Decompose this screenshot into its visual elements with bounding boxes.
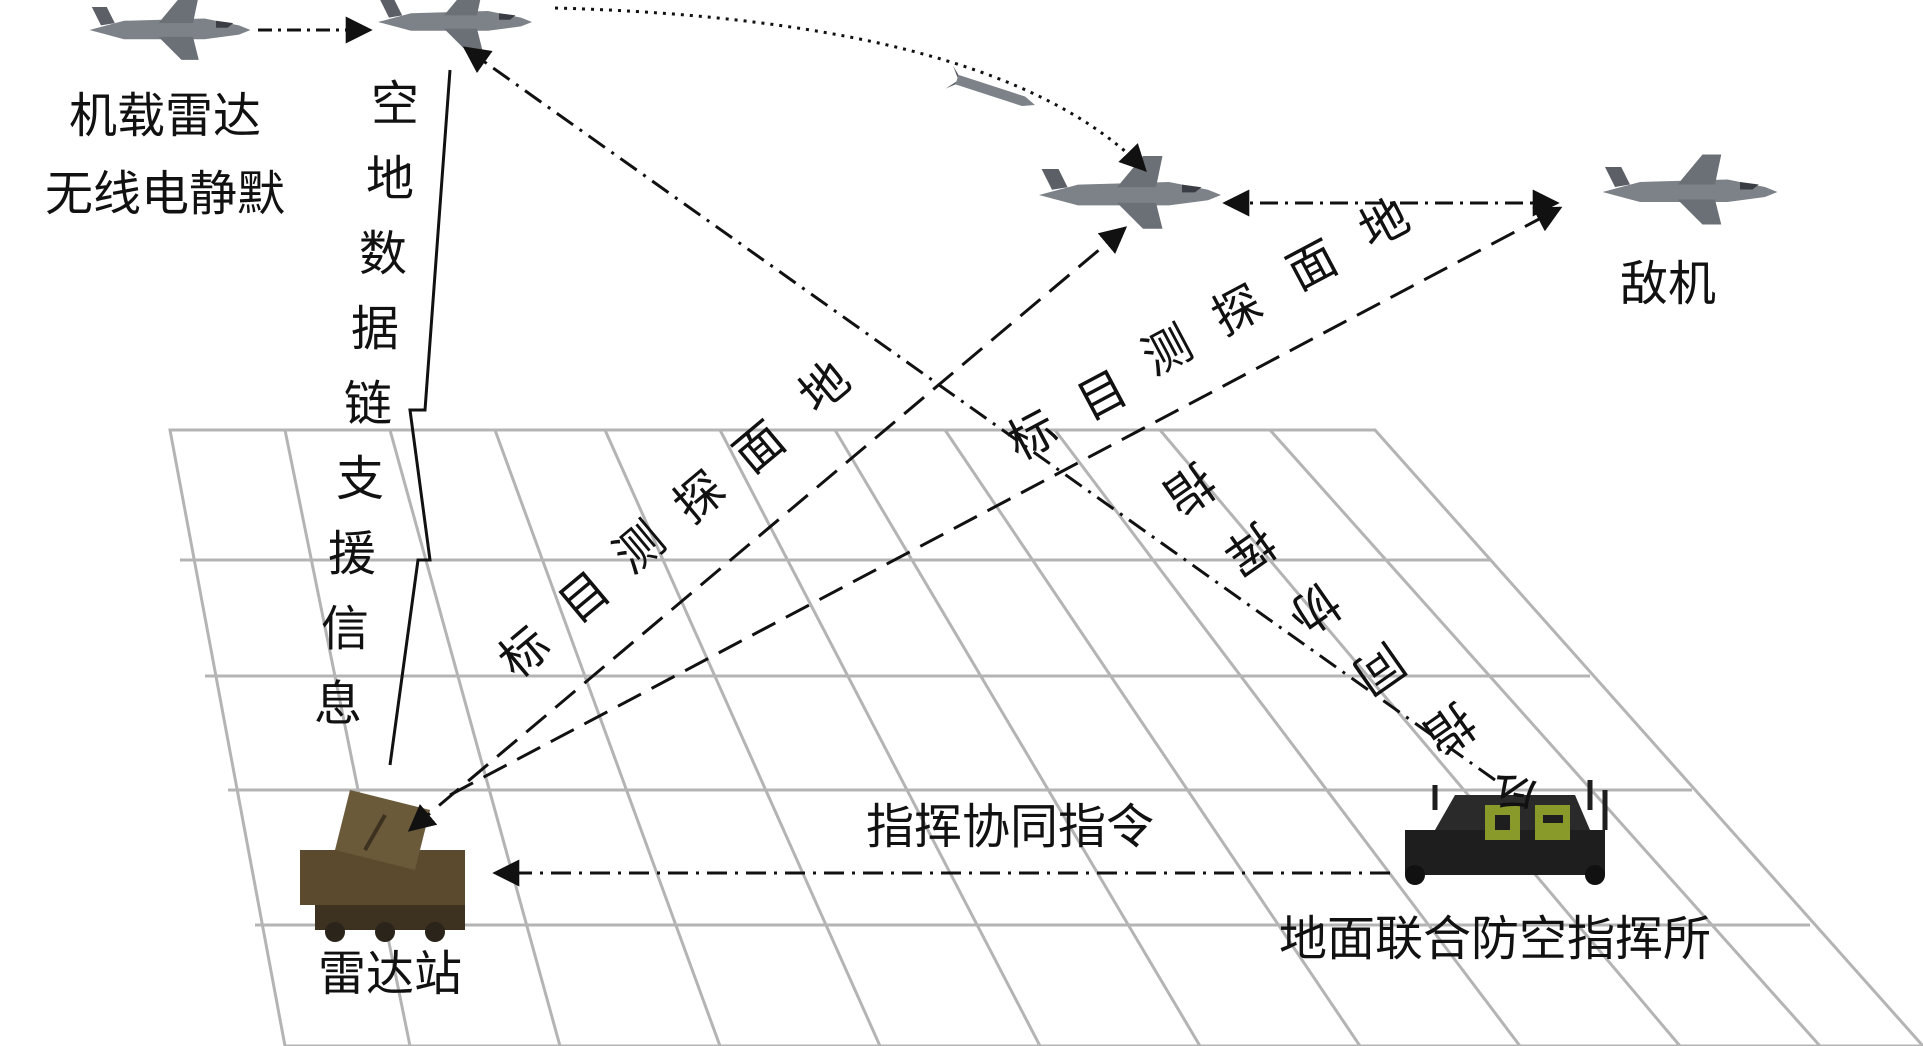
command-diag-char: 同 [1343,631,1414,704]
datalink-char: 数 [359,226,407,282]
datalink-char: 地 [366,151,414,207]
radar-station-icon [300,790,465,942]
datalink-char: 息 [314,676,362,732]
ground-detect-enemy-link [449,206,1563,797]
detect-right-char: 目 [1068,360,1137,432]
friendly-jet-main-icon [378,0,532,51]
enemy-jet-icon [1602,154,1778,225]
detect-left-char: 目 [548,561,621,635]
airborne-radar-label-line2: 无线电静默 [45,166,285,222]
datalink-char: 空 [371,76,419,132]
datalink-char: 信 [321,601,369,657]
command-post-icon [1405,780,1608,885]
diagram-links [258,6,1563,887]
detect-left-char: 标 [488,616,561,690]
detect-right-char: 测 [1133,315,1202,387]
ground-detect-left-label: 地 面 探 测 目 标 [488,351,861,690]
datalink-char: 据 [351,301,399,357]
target-jet-icon [1039,156,1221,229]
command-order-label: 指挥协同指令 [866,799,1154,855]
detect-right-char: 标 [998,400,1067,472]
friendly-jet-left-icon [89,0,251,60]
detect-left-char: 地 [788,351,861,425]
enemy-aircraft-label: 敌机 [1620,256,1716,312]
detect-left-char: 探 [663,461,736,535]
ground-detect-target-link [407,226,1128,832]
detect-right-char: 探 [1203,275,1272,347]
command-diag-char: 指 [1153,451,1224,524]
command-diag-char: 指 [1413,691,1484,764]
detect-right-char: 地 [1350,188,1419,260]
command-diag-char: 挥 [1213,511,1284,584]
missile-icon [945,65,1035,107]
datalink-label: 空 地 数 据 链 支 援 信 息 [314,76,419,732]
detect-right-char: 面 [1278,230,1347,302]
detect-left-char: 面 [723,411,796,485]
command-post-label: 地面联合防空指挥所 [1279,911,1711,967]
detect-left-char: 测 [603,511,676,585]
datalink-char: 援 [328,526,376,582]
command-coordination-link [462,46,1496,782]
datalink-char: 链 [344,376,392,432]
radar-station-label: 雷达站 [318,946,462,1002]
missile-trajectory [554,6,1147,172]
airborne-radar-label-line1: 机载雷达 [69,88,261,144]
datalink-char: 支 [336,451,384,507]
